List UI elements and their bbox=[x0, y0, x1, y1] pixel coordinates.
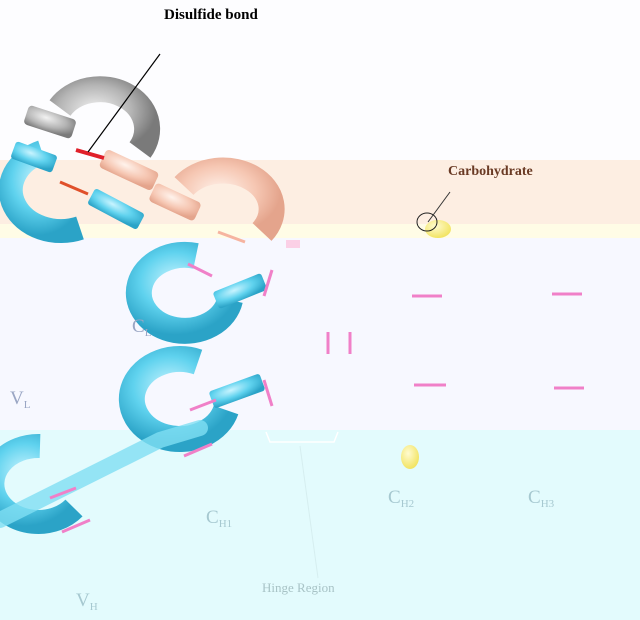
upper-ch1-domain bbox=[99, 149, 285, 241]
carbohydrate-leader-line bbox=[427, 191, 451, 223]
disulfide-leader-line bbox=[87, 53, 161, 153]
vl-label: VL bbox=[10, 388, 31, 411]
upper-vh-domain bbox=[24, 76, 161, 158]
ch2-label: CH2 bbox=[388, 487, 415, 510]
ch1-label: CH1 bbox=[206, 507, 233, 530]
interchain-bond bbox=[217, 230, 246, 244]
cl-domain bbox=[125, 241, 274, 344]
disulfide-bond-mark bbox=[75, 148, 105, 160]
carbohydrate-mark-upper bbox=[425, 220, 451, 238]
middle-background-band bbox=[0, 238, 640, 430]
cream-background-band bbox=[0, 224, 640, 238]
hinge-leader-line bbox=[299, 445, 319, 579]
carbohydrate-label: Carbohydrate bbox=[448, 164, 533, 179]
carbohydrate-mark-lower bbox=[401, 445, 419, 469]
disulfide-bond-mark-secondary bbox=[59, 180, 89, 196]
disulfide-bond-label: Disulfide bond bbox=[164, 7, 258, 23]
vh-label: VH bbox=[76, 590, 98, 613]
hinge-region-label: Hinge Region bbox=[262, 580, 335, 595]
hinge-mark bbox=[286, 240, 300, 248]
hinge-outline bbox=[265, 431, 339, 443]
lower-vl-domain bbox=[0, 420, 213, 534]
ch3-label: CH3 bbox=[528, 487, 555, 510]
carbohydrate-outline bbox=[416, 212, 438, 232]
cl-label: CL bbox=[132, 316, 152, 339]
upper-vl-domain bbox=[0, 140, 144, 244]
